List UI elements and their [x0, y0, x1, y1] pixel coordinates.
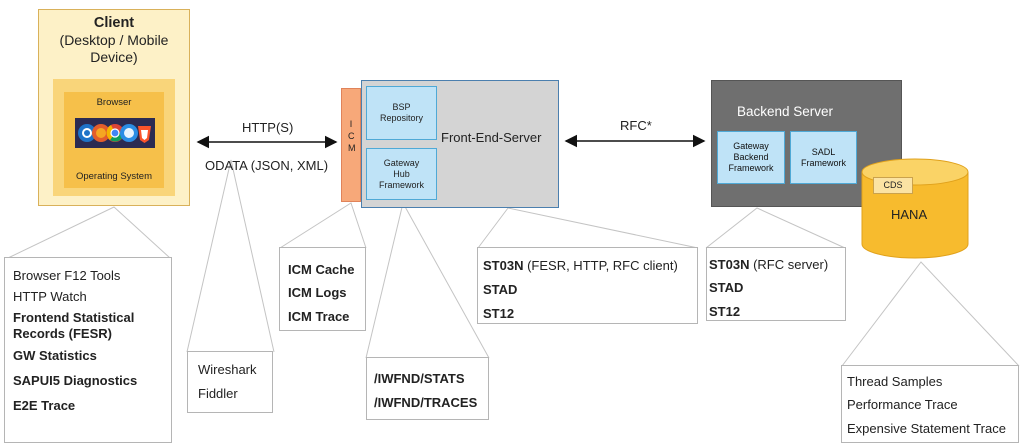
tool-fes-stad: STAD: [483, 282, 518, 297]
gw-backend-line-2: Backend: [733, 152, 769, 162]
gw-hub-line-1: Gateway: [383, 157, 420, 168]
front-end-server-label: Front-End-Server: [441, 130, 542, 145]
gateway-tools-box: /IWFND/STATS /IWFND/TRACES: [366, 357, 489, 420]
backend-server-label: Backend Server: [737, 104, 834, 119]
gateway-backend-box: Gateway Backend Framework: [717, 131, 785, 184]
client-tool-item: SAPUI5 Diagnostics: [13, 373, 138, 388]
callout-hana: [841, 261, 1020, 367]
cds-box: CDS: [873, 177, 913, 194]
tool-backend-st03n-detail: (RFC server): [749, 257, 829, 272]
tool-backend-stad: STAD: [709, 280, 744, 295]
tool-thread-samples: Thread Samples: [847, 374, 943, 389]
rfc-label: RFC*: [620, 118, 652, 133]
callout-network: [186, 159, 275, 353]
tool-iwfnd-traces: /IWFND/TRACES: [374, 395, 478, 410]
tool-backend-st03n-code: ST03N: [709, 257, 750, 272]
tool-fes-st03n-code: ST03N: [483, 258, 524, 273]
browser-label: Browser: [96, 97, 132, 108]
bsp-line-1: BSP: [392, 102, 411, 112]
tool-icm-logs: ICM Logs: [288, 285, 347, 300]
odata-label: ODATA (JSON, XML): [205, 158, 329, 173]
sadl-line-2: Framework: [800, 157, 846, 168]
hana-label: HANA: [891, 207, 928, 222]
bsp-repository-box: BSP Repository: [366, 86, 437, 140]
gw-backend-line-3: Framework: [728, 163, 774, 173]
http-label: HTTP(S): [242, 120, 294, 135]
gateway-hub-box: Gateway Hub Framework: [366, 148, 437, 200]
bsp-line-2: Repository: [379, 113, 424, 123]
tool-icm-trace: ICM Trace: [288, 309, 350, 324]
tool-expensive-statement-trace: Expensive Statement Trace: [847, 421, 1006, 436]
tool-fes-st12: ST12: [483, 306, 515, 321]
icm-box: [341, 88, 361, 202]
client-tool-item: HTTP Watch: [13, 289, 87, 304]
tool-icm-cache: ICM Cache: [288, 262, 355, 277]
tool-performance-trace: Performance Trace: [847, 397, 958, 412]
icm-label: I C M: [341, 118, 361, 154]
front-end-tools-box: ST03N (FESR, HTTP, RFC client) STAD ST12: [477, 247, 698, 324]
gw-hub-line-3: Framework: [378, 179, 424, 190]
tool-fiddler: Fiddler: [198, 386, 238, 401]
callout-fes: [477, 207, 699, 249]
gw-backend-line-1: Gateway: [733, 141, 769, 151]
backend-tools-box: ST03N (RFC server) STAD ST12: [706, 247, 846, 321]
tool-backend-st03n: ST03N (RFC server): [709, 257, 828, 273]
hana-tools-box: Thread Samples Performance Trace Expensi…: [841, 365, 1019, 443]
network-tools-box: Wireshark Fiddler: [187, 351, 273, 413]
tool-fes-st03n: ST03N (FESR, HTTP, RFC client): [483, 258, 678, 274]
client-subtitle-2: Device): [90, 49, 138, 65]
callout-gateway: [365, 201, 490, 359]
sadl-framework-box: SADL Framework: [790, 131, 857, 184]
tool-wireshark: Wireshark: [198, 362, 257, 377]
tool-fes-st03n-detail: (FESR, HTTP, RFC client): [523, 258, 678, 273]
callout-icm: [279, 202, 367, 249]
client-subtitle-1: (Desktop / Mobile: [59, 32, 169, 48]
sadl-line-1: SADL: [811, 146, 836, 157]
callout-client: [7, 206, 171, 259]
os-label: Operating System: [75, 171, 153, 182]
browser-logos-icon: [75, 118, 155, 148]
icm-tools-box: ICM Cache ICM Logs ICM Trace: [279, 247, 366, 331]
tool-backend-st12: ST12: [709, 304, 741, 319]
callout-backend: [705, 207, 846, 249]
client-tool-item: Frontend Statistical: [13, 310, 135, 325]
client-tool-item: GW Statistics: [13, 348, 97, 363]
client-tool-item: E2E Trace: [13, 398, 76, 413]
tool-iwfnd-stats: /IWFND/STATS: [374, 371, 465, 386]
icm-label-text: I C M: [348, 119, 356, 153]
client-tool-item: Records (FESR): [13, 326, 112, 341]
client-title: Client (Desktop / Mobile Device): [38, 14, 190, 66]
client-tool-item: Browser F12 Tools: [13, 268, 121, 283]
gw-hub-line-2: Hub: [393, 168, 410, 179]
client-title-label: Client: [93, 15, 135, 31]
